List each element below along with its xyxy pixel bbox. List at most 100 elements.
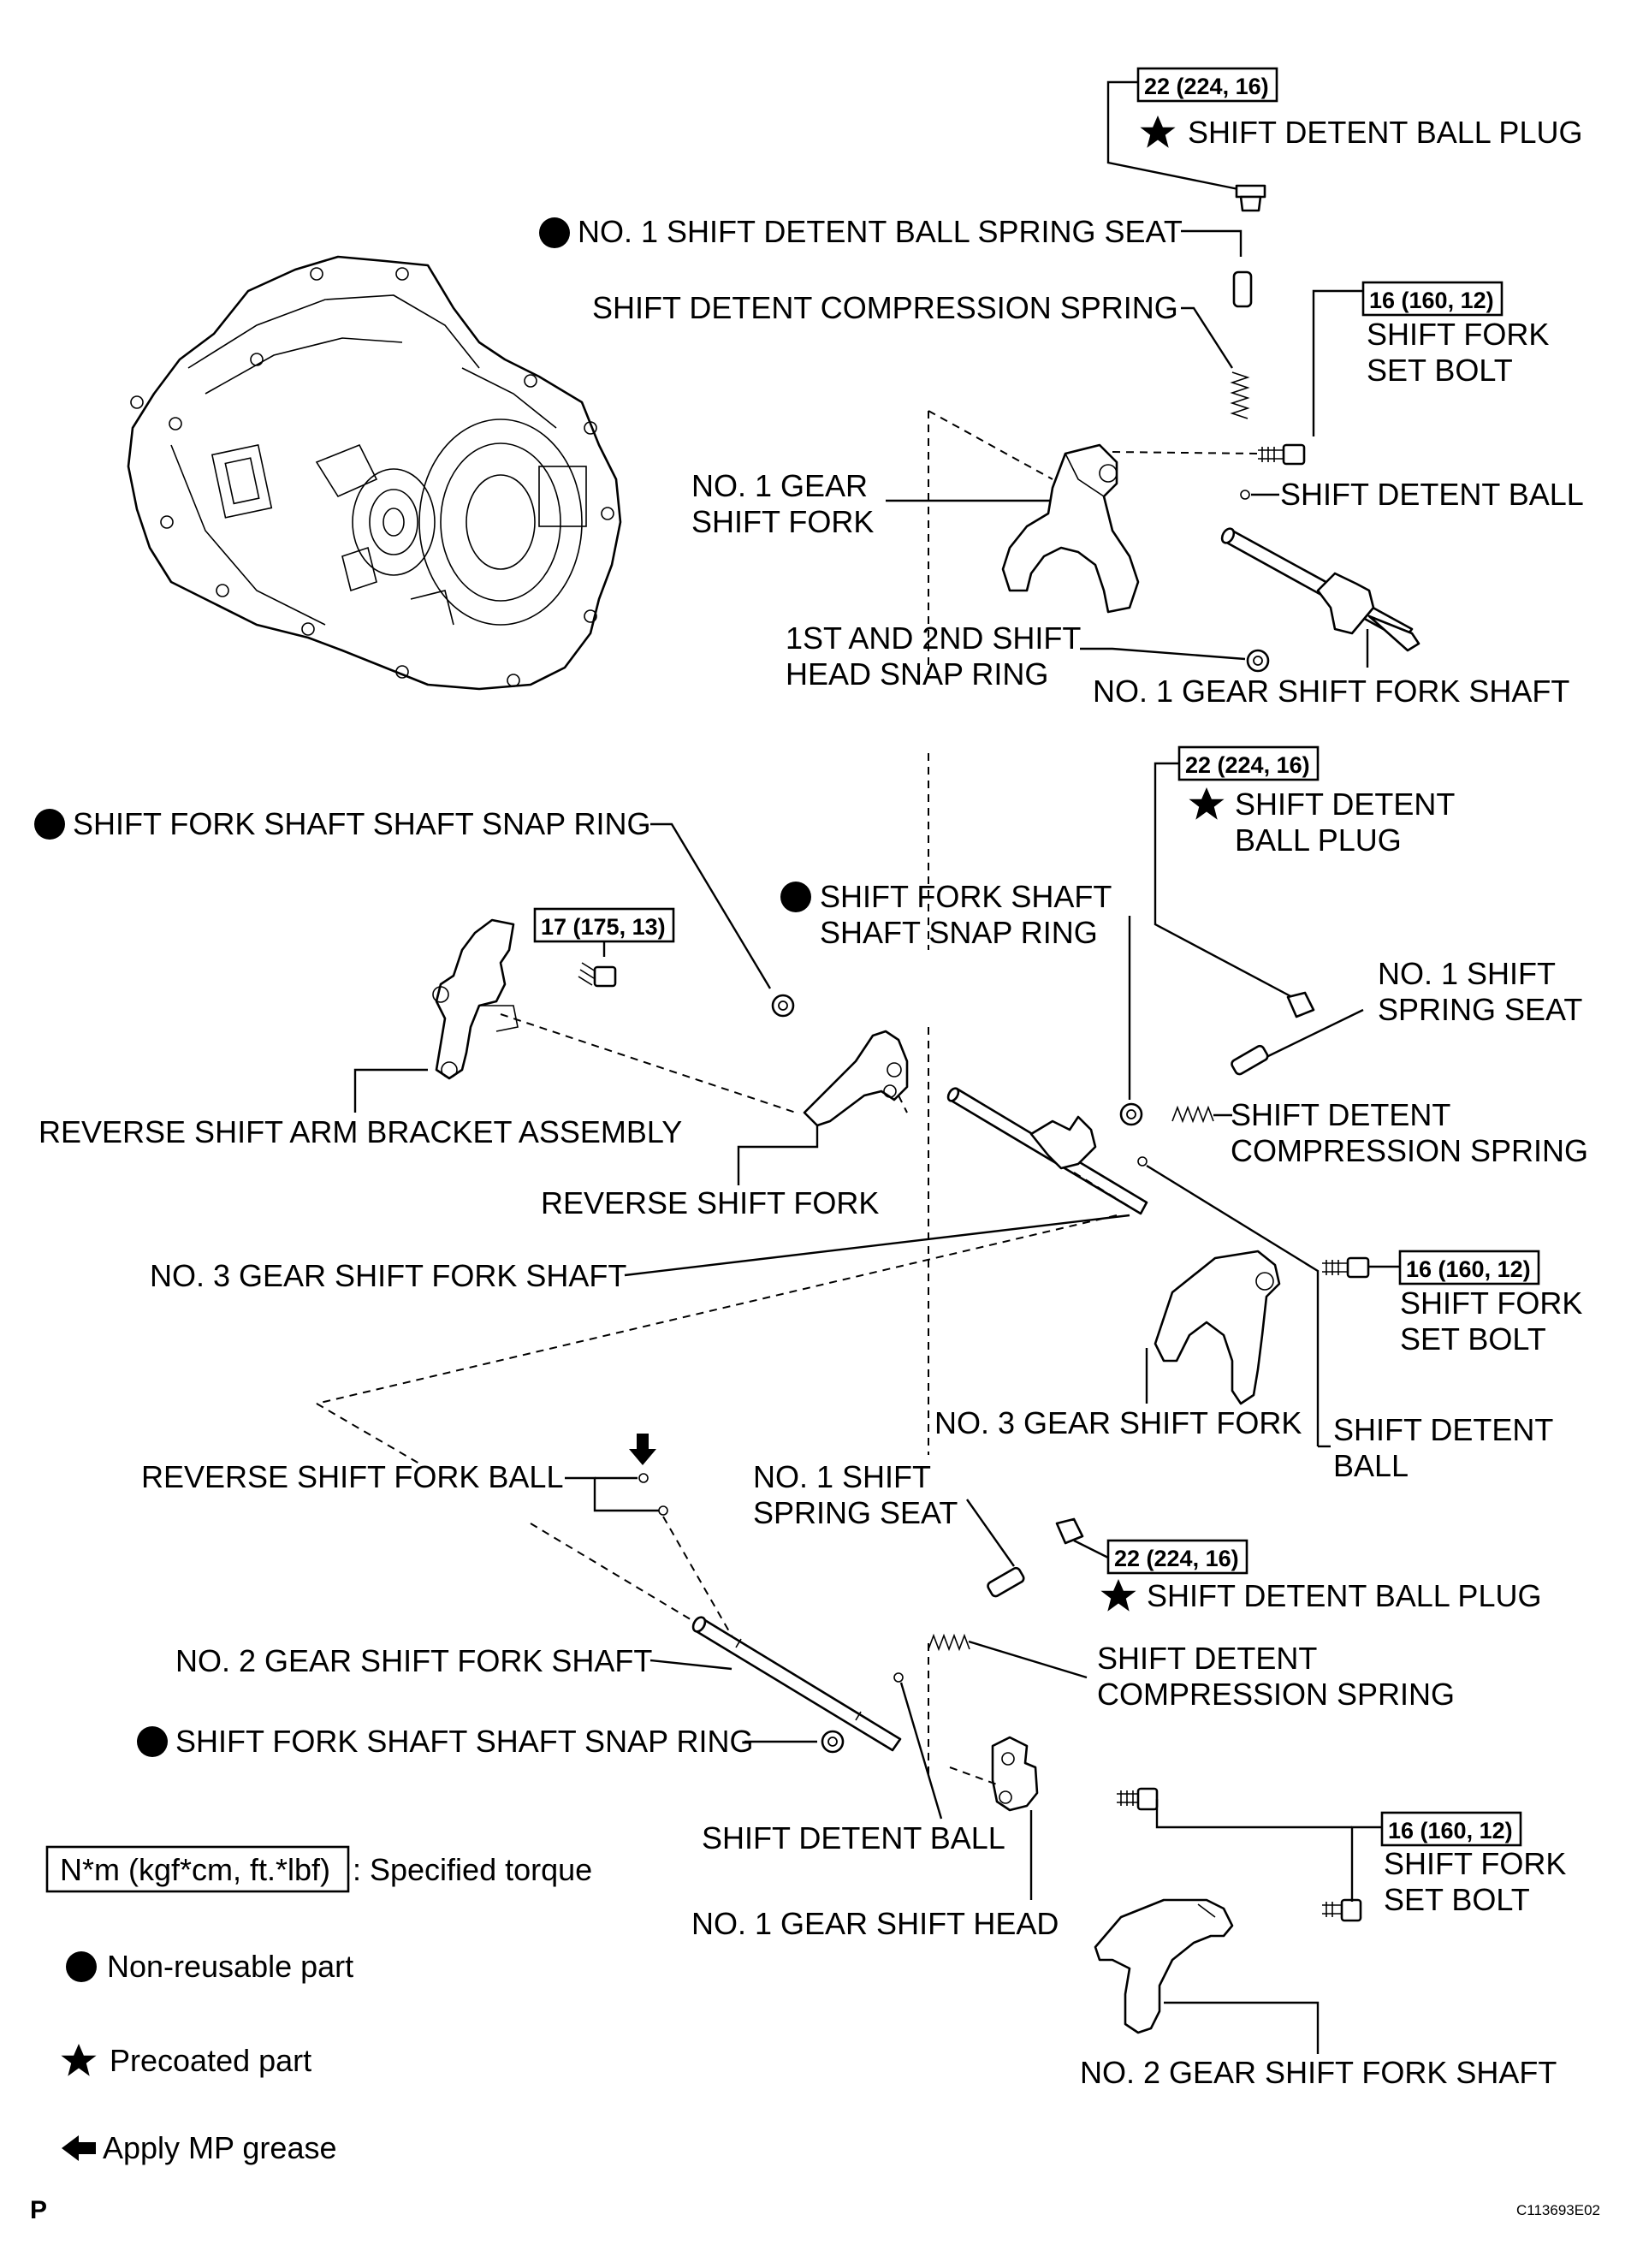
detent-ball-mid-part xyxy=(1137,1156,1148,1167)
fork-shaft-2-part xyxy=(691,1616,902,1752)
torque-set-bolt-3: 16 (160, 12) xyxy=(1388,1818,1513,1843)
torque-box-set-bolt-2 xyxy=(1398,1250,1540,1285)
label-spring-seat-low-line2: SPRING SEAT xyxy=(753,1495,958,1530)
label-comp-spring-low-line2: COMPRESSION SPRING xyxy=(1097,1677,1455,1712)
label-set-bolt-3-line2: SET BOLT xyxy=(1384,1882,1530,1917)
label-plug-top: SHIFT DETENT BALL PLUG xyxy=(1188,115,1582,150)
reverse-ball-part-2 xyxy=(658,1505,668,1516)
star-icon xyxy=(61,2044,97,2076)
snap-ring-12-part xyxy=(1246,649,1270,673)
label-reverse-ball: REVERSE SHIFT FORK BALL xyxy=(141,1459,563,1494)
compression-spring-top-part xyxy=(1230,371,1250,419)
dot-icon xyxy=(66,1951,97,1982)
legend-precoated: Precoated part xyxy=(110,2043,311,2078)
label-set-bolt-3-line1: SHIFT FORK xyxy=(1384,1846,1566,1881)
star-icon xyxy=(1100,1579,1136,1612)
transaxle-case-illustration xyxy=(127,255,622,691)
torque-box-low-plug xyxy=(1106,1539,1248,1575)
label-fork-shaft-1: NO. 1 GEAR SHIFT FORK SHAFT xyxy=(1093,674,1569,709)
torque-box-mid-plug xyxy=(1177,745,1320,781)
label-snap-ring-12-line2: HEAD SNAP RING xyxy=(786,656,1048,692)
corner-letter: P xyxy=(30,2196,47,2224)
snap-ring-low-part xyxy=(821,1730,845,1754)
label-fork-shaft-2-bottom: NO. 2 GEAR SHIFT FORK SHAFT xyxy=(1080,2055,1557,2090)
label-arm-bracket: REVERSE SHIFT ARM BRACKET ASSEMBLY xyxy=(39,1114,682,1149)
detent-ball-low-part xyxy=(893,1672,904,1683)
detent-ball-plug-mid-part xyxy=(1286,991,1315,1018)
torque-box-top-plug xyxy=(1136,67,1278,103)
legend-torque-desc: : Specified torque xyxy=(353,1852,592,1887)
label-snap-ring-12-line1: 1ST AND 2ND SHIFT xyxy=(786,620,1081,656)
fork-shaft-1-part xyxy=(1220,527,1420,652)
label-plug-low: SHIFT DETENT BALL PLUG xyxy=(1147,1578,1541,1613)
set-bolt-3a-part xyxy=(1117,1787,1159,1811)
label-detent-ball-1: SHIFT DETENT BALL xyxy=(1280,477,1584,512)
label-plug-mid-line1: SHIFT DETENT xyxy=(1235,787,1455,822)
snap-ring-mid-part xyxy=(1119,1102,1143,1126)
set-bolt-3b-part xyxy=(1322,1898,1362,1922)
label-detent-ball-low: SHIFT DETENT BALL xyxy=(702,1820,1005,1855)
label-gear-fork-1-line1: NO. 1 GEAR xyxy=(691,468,868,503)
reverse-shift-arm-bracket-part xyxy=(432,918,519,1080)
label-comp-spring-mid-line2: COMPRESSION SPRING xyxy=(1231,1133,1588,1168)
label-comp-spring-low-line1: SHIFT DETENT xyxy=(1097,1641,1317,1676)
set-bolt-1-part xyxy=(1258,443,1306,466)
gear-shift-head-part xyxy=(991,1736,1039,1812)
torque-box-bracket xyxy=(533,907,675,943)
label-plug-mid-line2: BALL PLUG xyxy=(1235,822,1402,858)
grease-arrow-icon xyxy=(62,2135,96,2161)
torque-top-plug: 22 (224, 16) xyxy=(1144,74,1269,99)
detent-ball-1-part xyxy=(1240,490,1250,500)
figure-code: C113693E02 xyxy=(1516,2202,1600,2218)
torque-low-plug: 22 (224, 16) xyxy=(1114,1546,1239,1571)
star-icon xyxy=(1140,116,1176,148)
label-spring-seat-low-line1: NO. 1 SHIFT xyxy=(753,1459,931,1494)
dot-icon xyxy=(539,217,570,248)
spring-seat-low-part xyxy=(987,1566,1025,1598)
label-fork-shaft-3: NO. 3 GEAR SHIFT FORK SHAFT xyxy=(150,1258,626,1293)
label-snap-ring-low: SHIFT FORK SHAFT SHAFT SNAP RING xyxy=(175,1724,753,1759)
label-comp-spring-mid-line1: SHIFT DETENT xyxy=(1231,1097,1450,1132)
torque-set-bolt-2: 16 (160, 12) xyxy=(1406,1256,1531,1282)
legend-torque-box xyxy=(45,1845,350,1893)
label-reverse-fork: REVERSE SHIFT FORK xyxy=(541,1185,879,1220)
torque-bracket: 17 (175, 13) xyxy=(541,914,666,940)
legend-torque-box-text: N*m (kgf*cm, ft.*lbf) xyxy=(60,1852,330,1887)
label-fork-shaft-2: NO. 2 GEAR SHIFT FORK SHAFT xyxy=(175,1643,652,1678)
label-gear-head-1: NO. 1 GEAR SHIFT HEAD xyxy=(691,1906,1059,1941)
label-gear-fork-1-line2: SHIFT FORK xyxy=(691,504,874,539)
spring-seat-mid-part xyxy=(1231,1044,1269,1076)
gear-shift-fork-2-part xyxy=(1094,1898,1234,2034)
torque-set-bolt-1: 16 (160, 12) xyxy=(1369,288,1494,313)
label-set-bolt-1-line1: SHIFT FORK xyxy=(1367,317,1549,352)
label-comp-spring-top: SHIFT DETENT COMPRESSION SPRING xyxy=(592,290,1178,325)
label-detent-ball-mid-line2: BALL xyxy=(1333,1448,1409,1483)
dot-icon xyxy=(137,1726,168,1757)
star-icon xyxy=(1189,787,1225,820)
torque-box-set-bolt-1 xyxy=(1361,281,1503,317)
detent-ball-plug-low-part xyxy=(1055,1517,1084,1545)
label-gear-fork-3: NO. 3 GEAR SHIFT FORK xyxy=(934,1405,1302,1440)
torque-mid-plug: 22 (224, 16) xyxy=(1185,752,1310,778)
legend-non-reusable: Non-reusable part xyxy=(107,1949,353,1984)
label-set-bolt-2-line2: SET BOLT xyxy=(1400,1321,1546,1357)
snap-ring-left-part xyxy=(771,994,795,1018)
grease-arrow-icon xyxy=(629,1434,656,1465)
bracket-bolt-part xyxy=(578,962,617,988)
spring-seat-top-part xyxy=(1232,270,1253,308)
label-spring-seat-top: NO. 1 SHIFT DETENT BALL SPRING SEAT xyxy=(578,214,1183,249)
dot-icon xyxy=(780,882,811,912)
compression-spring-mid-part xyxy=(1171,1105,1214,1124)
compression-spring-low-part xyxy=(928,1633,970,1652)
gear-shift-fork-3-part xyxy=(1154,1250,1281,1405)
detent-ball-plug-top-part xyxy=(1235,184,1266,212)
gear-shift-fork-1-part xyxy=(1001,443,1140,614)
label-snap-ring-left: SHIFT FORK SHAFT SHAFT SNAP RING xyxy=(73,806,650,841)
torque-box-set-bolt-3 xyxy=(1380,1811,1522,1847)
dot-icon xyxy=(34,809,65,840)
label-detent-ball-mid-line1: SHIFT DETENT xyxy=(1333,1412,1553,1447)
label-spring-seat-mid-line1: NO. 1 SHIFT xyxy=(1378,956,1556,991)
fork-shaft-3-part xyxy=(946,1087,1148,1215)
reverse-shift-fork-part xyxy=(803,1030,909,1127)
